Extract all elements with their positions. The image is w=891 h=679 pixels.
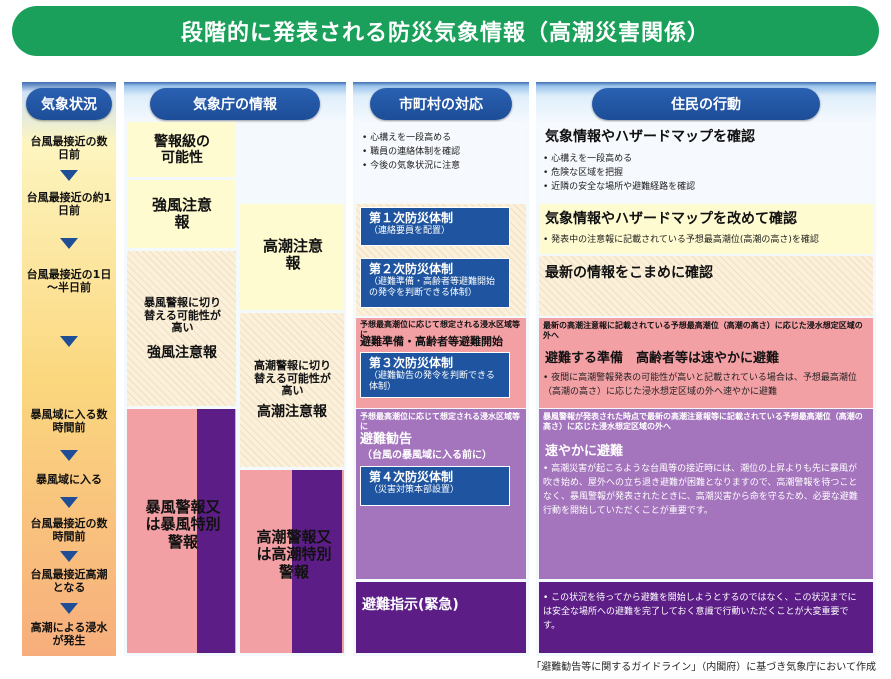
system-2-sub: （避難準備・高齢者等避難開始の発令を判断できる体制） [369,277,496,299]
down-arrow-icon [60,497,78,508]
down-arrow-icon [60,450,78,461]
down-arrow-icon [60,238,78,249]
residents-band-3 [539,256,873,316]
system-4-title: 第４次防災体制 [369,470,454,484]
down-arrow-icon [60,336,78,347]
surge-adv-box [240,204,344,310]
weather-step: 暴風域に入る [36,472,102,486]
system-3-sub: （避難勧告の発令を判断できる体制） [369,371,495,393]
weather-step: 台風最接近の数時間前 [30,517,108,543]
municipal-bullet: 今後の気象状況に注意 [362,160,522,174]
weather-step: 暴風域に入る数時間前 [30,408,108,434]
system-1-box: 第１次防災体制 （連絡要員を配置） [360,207,510,246]
evacuation-advisory-sub: （台風の暴風域に入る前に） [362,450,492,461]
surge-warning-label: 高潮警報又は高潮特別警報 [256,528,332,581]
header-jma: 気象庁の情報 [150,88,320,120]
system-1-sub: （連絡要員を配置） [369,226,451,236]
emergency-instruction-label: 避難指示(緊急) [362,597,459,613]
system-3-box: 第３次防災体制 （避難勧告の発令を判断できる体制） [360,352,510,398]
residents-step-5-note: 暴風警報が発表された時点で最新の高潮注意報等に記載されている予想最高潮位（高潮の… [543,412,863,431]
strong-wind-adv-box [127,180,236,248]
resident-bullet: 近隣の安全な場所や避難経路を確認 [543,181,863,195]
system-4-sub: （災害対策本部設置） [369,485,460,495]
surge-switch-note: 高潮警報に切り替える可能性が高い [254,359,331,398]
down-arrow-icon [60,603,78,614]
residents-step-2-head: 気象情報やハザードマップを改めて確認 [545,211,797,227]
municipal-band-5 [356,582,526,653]
weather-step: 台風最接近の約1日前 [26,191,112,217]
resident-bullet: 危険な区域を把握 [543,167,863,181]
municipal-bullets: 心構えを一段高める 職員の連絡体制を確認 今後の気象状況に注意 [362,132,522,174]
surge-special-bar [292,470,342,653]
residents-step-2-bullet: 発表中の注意報に記載されている予想最高潮位(高潮の高さ)を確認 [543,234,868,248]
residents-step-4-head: 避難する準備 高齢者等は速やかに避難 [545,351,780,366]
storm-switch-box [127,251,236,406]
system-4-box: 第４次防災体制 （災害対策本部設置） [360,466,510,506]
residents-step-5-head: 速やかに避難 [545,444,624,459]
warning-level-label: 警報級の可能性 [154,133,210,166]
strong-wind-adv-label: 強風注意報 [151,195,212,231]
down-arrow-icon [60,170,78,181]
storm-switch-adv: 強風注意報 [147,344,217,361]
system-2-box: 第２次防災体制 （避難準備・高齢者等避難開始の発令を判断できる体制） [360,258,510,308]
prep-target-note: 予想最高潮位に応じて想定される浸水区域等に [360,320,520,339]
surge-adv-label: 高潮注意報 [262,236,323,272]
header-weather: 気象状況 [26,88,112,120]
residents-step-4-note: 最新の高潮注意報に記載されている予想最高潮位（高潮の高さ）に応じた浸水想定区域の… [543,321,863,340]
storm-switch-note: 暴風警報に切り替える可能性が高い [144,296,221,335]
prep-evacuation-label: 避難準備・高齢者等避難開始 [360,335,503,348]
weather-step: 台風最接近高潮となる [30,568,108,594]
system-2-title: 第２次防災体制 [369,262,454,276]
residents-step-1-head: 気象情報やハザードマップを確認 [545,129,755,145]
storm-special-bar [197,409,235,653]
residents-step-4-bullet: 夜間に高潮警報発表の可能性が高いと記載されている場合は、予想最高潮位（高潮の高さ… [543,372,865,400]
system-1-title: 第１次防災体制 [369,211,454,225]
residents-step-5-bullet: 高潮災害が起こるような台風等の接近時には、潮位の上昇よりも先に暴風が吹き始め、屋… [543,463,865,519]
surge-switch-adv: 高潮注意報 [257,403,327,420]
down-arrow-icon [60,551,78,562]
weather-step: 台風最接近の数日前 [30,135,108,161]
resident-bullet: 心構えを一段高める [543,153,863,167]
weather-step: 高潮による浸水が発生 [30,621,108,647]
residents-step-3-head: 最新の情報をこまめに確認 [545,265,713,281]
advisory-target-note: 予想最高潮位に応じて想定される浸水区域等に [360,412,520,431]
surge-switch-box [240,313,344,467]
weather-step: 台風最接近の1日～半日前 [26,268,112,294]
residents-step-1-bullets: 心構えを一段高める 危険な区域を把握 近隣の安全な場所や避難経路を確認 [543,153,863,195]
system-3-title: 第３次防災体制 [369,356,454,370]
municipal-bullet: 心構えを一段高める [362,132,522,146]
header-municipal: 市町村の対応 [370,88,512,120]
evacuation-advisory-label: 避難勧告 [360,432,413,447]
footer-source: 「避難勧告等に関するガイドライン」（内閣府）に基づき気象庁において作成 [531,662,876,673]
municipal-bullet: 職員の連絡体制を確認 [362,146,522,160]
residents-step-6-bullet: この状況を待ってから避難を開始しようとするのではなく、この状況までには安全な場所… [543,592,865,634]
page-title: 段階的に発表される防災気象情報（高潮災害関係） [12,6,879,56]
warning-level-box [127,122,236,177]
storm-warning-label: 暴風警報又は暴風特別警報 [145,498,221,551]
header-residents: 住民の行動 [592,88,820,120]
